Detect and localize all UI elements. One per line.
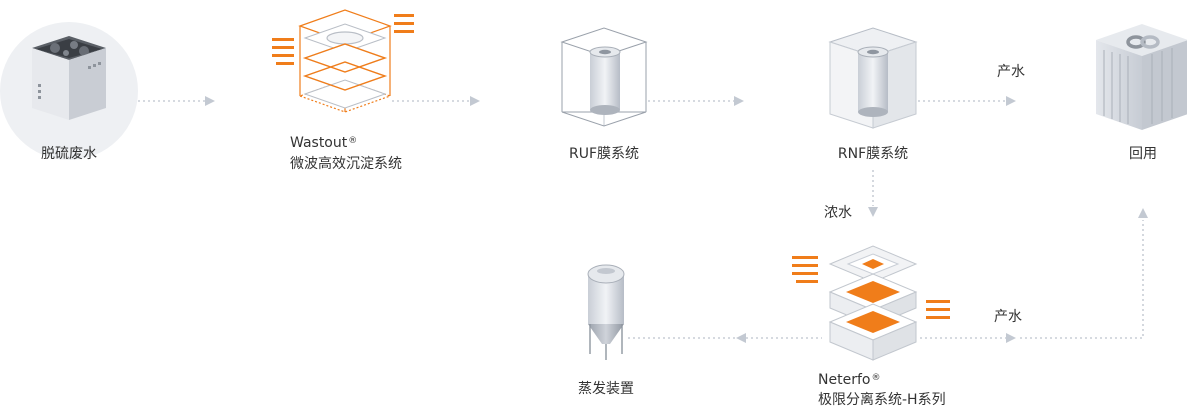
arrow-left-icon bbox=[736, 333, 746, 343]
node-label-neterfo: 极限分离系统-H系列 bbox=[818, 392, 946, 408]
flow-label-concentrate: 浓水 bbox=[824, 205, 852, 221]
flow-arrows bbox=[205, 96, 1148, 343]
registered-mark: ® bbox=[871, 373, 881, 383]
rnf-membrane-icon bbox=[828, 27, 918, 129]
flow-label-neterfo-product: 产水 bbox=[994, 309, 1022, 325]
neterfo-brand: Neterfo® bbox=[818, 370, 880, 390]
node-label-evaporator: 蒸发装置 bbox=[578, 381, 634, 397]
node-label-rnf: RNF膜系统 bbox=[837, 146, 909, 162]
neterfo-brand-name: Neterfo bbox=[818, 372, 871, 388]
evaporator-icon bbox=[587, 264, 625, 360]
ruf-membrane-icon bbox=[560, 27, 648, 127]
node-label-wastewater: 脱硫废水 bbox=[41, 146, 97, 162]
arrow-right-icon bbox=[205, 96, 215, 106]
node-label-wastout: 微波高效沉淀系统 bbox=[290, 156, 402, 172]
arrow-right-icon bbox=[470, 96, 480, 106]
node-label-reuse: 回用 bbox=[1129, 146, 1157, 162]
arrow-right-icon bbox=[1006, 96, 1016, 106]
arrow-right-icon bbox=[1006, 333, 1016, 343]
neterfo-unit-icon bbox=[792, 245, 950, 361]
flow-label-rnf-product: 产水 bbox=[997, 64, 1025, 80]
arrow-right-icon bbox=[734, 96, 744, 106]
node-label-ruf: RUF膜系统 bbox=[568, 146, 640, 162]
flow-lines bbox=[138, 100, 1144, 339]
reuse-unit-icon bbox=[1096, 24, 1187, 130]
flow-line-7 bbox=[1020, 220, 1144, 339]
wastewater-tank-icon bbox=[0, 22, 138, 160]
arrow-down-icon bbox=[868, 207, 878, 217]
wastout-brand: Wastout® bbox=[290, 133, 357, 153]
registered-mark: ® bbox=[348, 136, 358, 146]
arrow-up-icon bbox=[1138, 208, 1148, 218]
wastout-brand-name: Wastout bbox=[290, 135, 348, 151]
wastout-unit-icon bbox=[272, 9, 414, 113]
